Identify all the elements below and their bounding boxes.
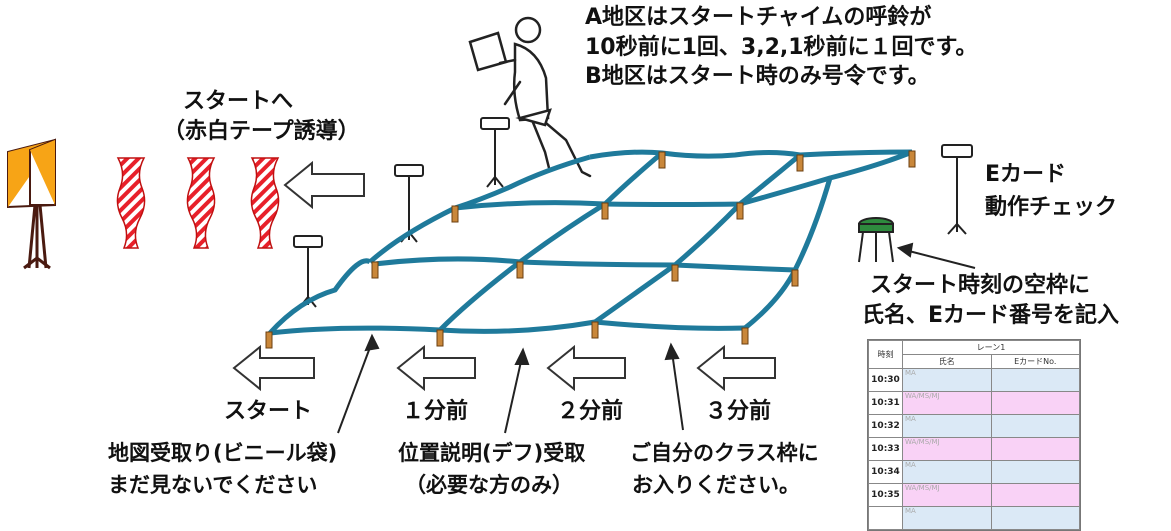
class-slot-label: ご自分のクラス枠に [630,441,819,465]
step-3min-label: ３分前 [705,399,772,424]
sheet-name-cell: MA [902,414,992,438]
sheet-name-cell: WA/MS/MJ [902,437,992,461]
start-lane-grid [268,149,913,336]
class-slot-enter-label: お入りください。 [632,473,800,497]
sheet-name-cell: MA [902,460,992,484]
sheet-ecard-cell [990,368,1080,392]
chime-note-line2: 10秒前に1回、3,2,1秒前に１回です。 [585,35,978,60]
sheet-ecard-cell [990,506,1080,530]
sheet-name-cell: WA/MS/MJ [902,483,992,507]
sheet-name-cell: MA [902,368,992,392]
sheet-ecard-cell [990,391,1080,415]
runner-icon [468,16,592,178]
sheet-name-cell: WA/MS/MJ [902,391,992,415]
sheet-ecard-cell [990,414,1080,438]
sheet-name-cell: MA [902,506,992,530]
sheet-row: MA [868,506,1080,530]
pointer-map-line [337,341,373,434]
sheet-header-lane: レーン1 [902,340,1080,355]
sheet-time-cell [868,506,903,530]
chime-note-line1: A地区はスタートチャイムの呼鈴が [585,5,932,30]
sheet-time-cell: 10:35 [868,483,903,507]
description-optional-label: （必要な方のみ） [405,473,573,497]
sheet-ecard-cell [990,460,1080,484]
red-white-tape-icons [116,157,280,249]
grid-peg-icons [265,150,916,349]
sheet-header-name: 氏名 [902,354,992,369]
sheet-time-cell: 10:34 [868,460,903,484]
sheet-time-cell: 10:30 [868,368,903,392]
sheet-header-ecard: EカードNo. [990,354,1080,369]
arrow-2min-icon [546,344,626,392]
pointer-desc-line [504,356,523,434]
step-start-label: スタート [224,399,313,424]
pointer-stool-arrow-icon [896,242,914,258]
pointer-class-arrow-icon [664,342,680,361]
pointer-class-line [671,351,684,431]
tape-guide-label: （赤白テープ誘導） [163,119,360,144]
sheet-ecard-cell [990,437,1080,461]
step-1min-label: １分前 [402,399,469,424]
sheet-time-cell: 10:33 [868,437,903,461]
ecard-check-label: 動作チェック [985,195,1118,220]
map-pickup-label: 地図受取り(ビニール袋) [108,441,338,465]
blank-slot-note-line2: 氏名、Eカード番号を記入 [862,303,1120,328]
arrow-1min-icon [396,344,476,392]
step-2min-label: ２分前 [557,399,624,424]
arrow-to-start-icon [283,160,365,210]
ecard-label: Eカード [985,162,1067,187]
arrow-3min-icon [696,344,776,392]
arrow-start-icon [232,344,315,392]
sheet-header-time: 時刻 [868,340,903,369]
sheet-ecard-cell [990,483,1080,507]
description-pickup-label: 位置説明(デフ)受取 [398,441,586,465]
stool-icon [858,217,894,263]
sheet-time-cell: 10:31 [868,391,903,415]
control-flag-icon [7,138,56,270]
map-dont-look-label: まだ見ないでください [108,473,318,497]
pointer-stool-line [904,249,976,269]
chime-note-line3: B地区はスタート時のみ号令です。 [585,64,930,89]
to-start-label: スタートへ [183,89,294,114]
blank-slot-note-line1: スタート時刻の空枠に [870,273,1091,298]
sheet-time-cell: 10:32 [868,414,903,438]
pointer-desc-arrow-icon [514,347,530,365]
pointer-map-arrow-icon [364,333,380,352]
